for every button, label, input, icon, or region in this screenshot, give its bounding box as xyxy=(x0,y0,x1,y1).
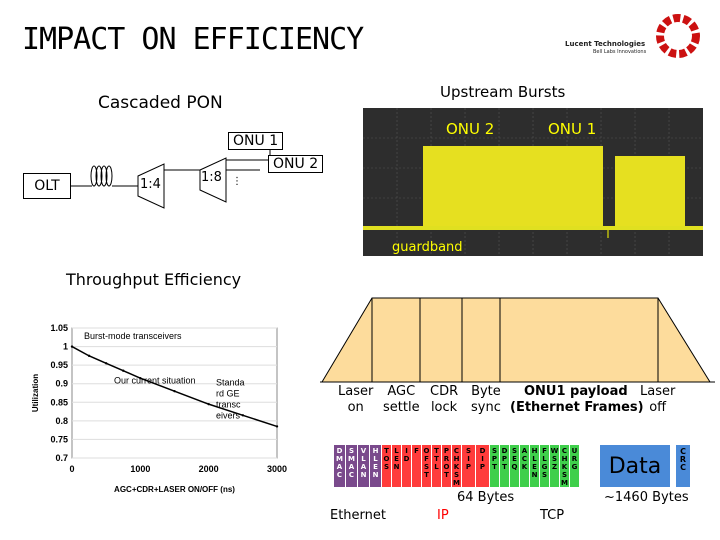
header-field-block: U R G xyxy=(570,445,580,487)
y-tick-label: 0.85 xyxy=(50,397,68,407)
x-tick-label: 1000 xyxy=(130,464,150,474)
baseline-trace xyxy=(363,226,703,230)
plot-area xyxy=(71,327,278,459)
field-cdr-lock: CDR lock xyxy=(430,384,459,415)
header-field-block: C H K S M xyxy=(560,445,570,487)
guardband-label: guardband xyxy=(392,240,463,255)
size-1460-label: ~1460 Bytes xyxy=(604,490,689,505)
series-point xyxy=(87,354,91,358)
x-tick-label: 2000 xyxy=(199,464,219,474)
lucent-logo-icon xyxy=(656,14,700,58)
size-64-label: 64 Bytes xyxy=(457,490,515,505)
y-tick-label: 0.8 xyxy=(55,416,68,426)
series-point xyxy=(241,414,245,417)
onu1-box: ONU 1 xyxy=(228,132,284,150)
series-point xyxy=(122,369,125,372)
header-field-block: W S Z xyxy=(550,445,560,487)
header-field-block: S E Q xyxy=(510,445,520,487)
header-field-block: O F S T xyxy=(422,445,432,487)
olt-box: OLT xyxy=(23,173,71,199)
y-axis-label: Utilization xyxy=(31,374,40,412)
annotation-standard-ge: rd GE xyxy=(216,389,240,399)
header-field-block: T O S xyxy=(382,445,392,487)
logo-name: Lucent Technologies xyxy=(565,40,646,48)
header-field-block: H L E N xyxy=(370,445,382,487)
throughput-title: Throughput Efficiency xyxy=(66,270,242,289)
series-point xyxy=(104,362,108,365)
field-payload-sub: (Ethernet Frames) xyxy=(510,400,644,415)
oscilloscope-trace xyxy=(363,108,703,256)
logo-subtitle: Bell Labs Innovations xyxy=(593,49,647,55)
header-field-block: I D xyxy=(402,445,412,487)
header-field-block: C H K S M xyxy=(452,445,462,487)
annotation-standard-ge: transc xyxy=(216,400,241,410)
slide-title: IMPACT ON EFFICIENCY xyxy=(22,22,364,57)
series-point xyxy=(139,376,142,380)
y-tick-label: 0.9 xyxy=(55,379,68,389)
cascaded-pon-title: Cascaded PON xyxy=(98,93,223,113)
annotation-standard-ge: eivers xyxy=(216,411,241,421)
y-tick-label: 1.05 xyxy=(50,323,68,333)
pon-diagram: ⋮ xyxy=(71,150,271,209)
header-field-block: D M A C xyxy=(334,445,346,487)
series-point xyxy=(70,345,74,348)
splitter-1-8 xyxy=(199,157,227,203)
field-laser-off: Laser off xyxy=(640,384,676,415)
x-axis-label: AGC+CDR+LASER ON/OFF (ns) xyxy=(114,485,235,494)
header-field-block: P R O T xyxy=(442,445,452,487)
splitter-1-4-label: 1:4 xyxy=(140,177,161,192)
header-field-block: D P T xyxy=(500,445,510,487)
ethernet-label: Ethernet xyxy=(330,508,386,523)
y-tick-label: 0.7 xyxy=(55,453,68,463)
fiber-coil-icon xyxy=(90,165,113,187)
burst-envelope xyxy=(321,297,711,383)
throughput-chart: 0.7 0.75 0.8 0.85 0.9 0.95 1 1.05 0 1000 2000 3000A… xyxy=(31,323,287,494)
onu2-box: ONU 2 xyxy=(268,155,324,173)
splitter-1-8-label: 1:8 xyxy=(201,170,222,185)
logo-text: Lucent Technologies Bell Labs Innovation… xyxy=(565,40,646,56)
y-tick-label: 0.75 xyxy=(50,434,68,444)
field-payload: ONU1 payload xyxy=(524,384,628,399)
field-byte-sync: Byte sync xyxy=(471,384,501,415)
header-field-block: D I P xyxy=(476,445,490,487)
series-point xyxy=(173,389,176,393)
burst-frame xyxy=(320,297,715,383)
y-tick-label: 1 xyxy=(63,342,68,352)
scope-grid xyxy=(363,108,703,256)
header-field-block: T T L xyxy=(432,445,442,487)
annotation-current: Our current situation xyxy=(114,376,196,386)
x-tick-label: 3000 xyxy=(267,464,287,474)
scope-title: Upstream Bursts xyxy=(440,83,566,101)
annotation-standard-ge: Standa xyxy=(216,378,245,388)
onu1-burst xyxy=(615,156,685,226)
header-field-block: F L G S xyxy=(540,445,550,487)
y-tick-label: 0.95 xyxy=(50,360,68,370)
field-agc-settle: AGC settle xyxy=(383,384,420,415)
header-field-block: A C K xyxy=(520,445,530,487)
scope-onu1-label: ONU 1 xyxy=(548,120,597,138)
data-block: Data xyxy=(600,445,670,487)
ip-label: IP xyxy=(437,508,449,523)
header-field-block: S I P xyxy=(462,445,476,487)
annotation-burst-mode: Burst-mode transceivers xyxy=(84,331,182,341)
series-point xyxy=(275,425,279,428)
header-field-block: F xyxy=(412,445,422,487)
crc-block: C R C xyxy=(676,445,690,487)
x-tick-label: 0 xyxy=(69,464,74,474)
scope-onu2-label: ONU 2 xyxy=(446,120,495,138)
splitter-1-4 xyxy=(137,163,165,209)
onu2-burst xyxy=(423,146,603,226)
tcp-label: TCP xyxy=(540,508,565,523)
ellipsis-dots: ⋮ xyxy=(232,176,242,187)
header-field-block: S M A C xyxy=(346,445,358,487)
header-field-block: L E N xyxy=(392,445,402,487)
field-laser-on: Laser on xyxy=(338,384,374,415)
header-field-block: H L E N xyxy=(530,445,540,487)
header-field-block: V L A N xyxy=(358,445,370,487)
series-point xyxy=(207,402,210,406)
header-field-block: S P T xyxy=(490,445,500,487)
